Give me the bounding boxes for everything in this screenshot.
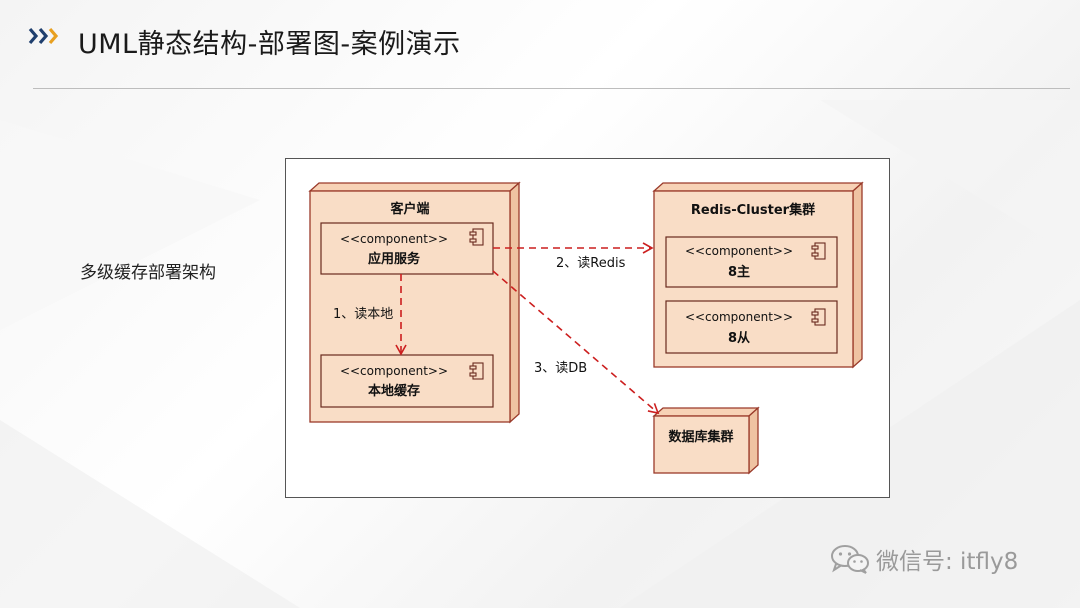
- redis-slave-name: 8从: [728, 331, 750, 346]
- local-cache-component: <<component>> 本地缓存: [320, 354, 494, 408]
- redis-slave-stereotype: <<component>>: [685, 310, 793, 324]
- local-cache-name: 本地缓存: [368, 383, 420, 399]
- redis-cluster-label: Redis-Cluster集群: [691, 202, 815, 218]
- chevron-bullet-icon: [28, 27, 59, 45]
- db-cluster-label: 数据库集群: [668, 429, 733, 445]
- redis-master-stereotype: <<component>>: [685, 244, 793, 258]
- client-node-label: 客户端: [390, 201, 429, 217]
- edge-read-db: [492, 270, 660, 415]
- app-service-name: 应用服务: [368, 251, 421, 267]
- edge-label-read-db: 3、读DB: [534, 361, 587, 376]
- edge-label-read-local: 1、读本地: [333, 307, 393, 322]
- deployment-diagram: 客户端 <<component>> 应用服务 <<component>> 本地缓…: [285, 158, 890, 498]
- app-service-component: <<component>> 应用服务: [320, 222, 494, 275]
- edge-label-read-redis: 2、读Redis: [556, 256, 626, 271]
- app-service-stereotype: <<component>>: [340, 232, 448, 246]
- watermark-text: 微信号: itfly8: [876, 549, 1019, 575]
- slide-title: UML静态结构-部署图-案例演示: [78, 29, 461, 60]
- db-cluster-node: 数据库集群: [652, 406, 760, 475]
- local-cache-stereotype: <<component>>: [340, 364, 448, 378]
- side-label: 多级缓存部署架构: [80, 263, 216, 283]
- redis-slave-component: <<component>> 8从: [665, 300, 838, 354]
- wechat-icon: [831, 545, 869, 574]
- redis-master-name: 8主: [728, 264, 750, 280]
- redis-master-component: <<component>> 8主: [665, 236, 838, 288]
- title-divider: [33, 88, 1070, 89]
- wechat-watermark: 微信号: itfly8: [830, 542, 1018, 576]
